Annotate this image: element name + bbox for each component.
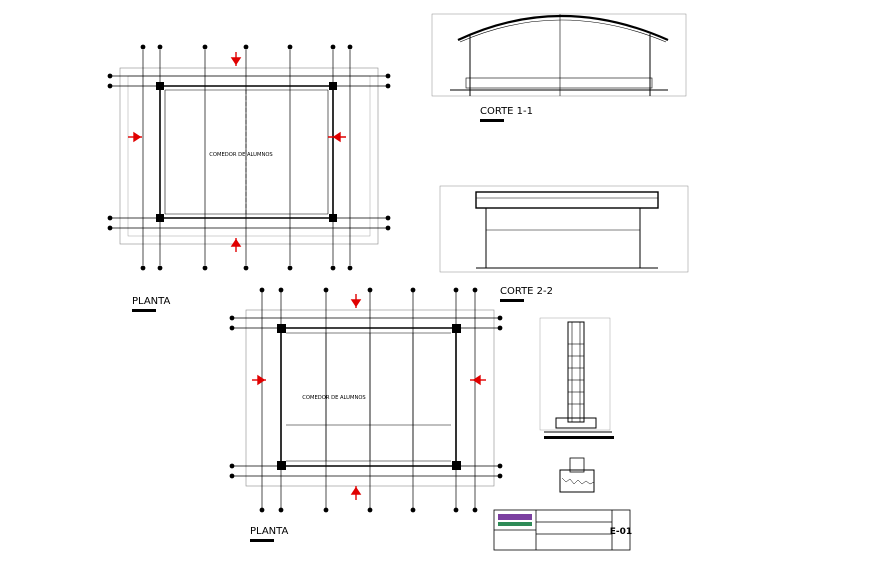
- roof-arch: [457, 15, 669, 42]
- plan-bottom-title: PLANTA: [250, 526, 288, 537]
- plan-top-title-underline: [132, 309, 156, 312]
- section-1-title-underline: [480, 119, 504, 122]
- section-marker-2: [252, 374, 486, 386]
- section-1-frame: [431, 13, 687, 97]
- section-1-title: CORTE 1-1: [480, 106, 533, 117]
- axis-bubbles: [107, 44, 391, 271]
- inner-lines: [164, 89, 329, 215]
- plan-top: [107, 44, 391, 271]
- sheet-number: E-01: [610, 527, 632, 537]
- section-2-title: CORTE 2-2: [500, 286, 553, 297]
- plan-bottom-title-underline: [250, 539, 274, 542]
- section-2-title-underline: [500, 299, 524, 302]
- columns: [156, 82, 337, 222]
- section-1-drawing: [431, 13, 687, 97]
- plan-bottom: [229, 287, 503, 513]
- section-2-frame: [439, 185, 689, 273]
- section-marker-1: [230, 52, 242, 252]
- roof-beam: [475, 191, 659, 209]
- dimension-frame: [119, 67, 379, 245]
- structure-beams: [280, 327, 457, 467]
- section-marker-1: [350, 294, 362, 500]
- title-block-logo-sub: [498, 522, 532, 526]
- grid-axes-vertical: [261, 290, 476, 510]
- plan-top-room-label: COMEDOR DE ALUMNOS: [209, 152, 272, 158]
- inner-lines: [286, 332, 451, 462]
- grid-axes-horizontal: [232, 317, 500, 477]
- column-detail: [539, 317, 612, 433]
- column-detail-label: [544, 436, 614, 439]
- section-marker-2: [128, 131, 346, 143]
- plan-top-title: PLANTA: [132, 296, 170, 307]
- footing-detail: [559, 457, 595, 493]
- columns: [277, 324, 461, 470]
- axis-bubbles: [229, 287, 503, 513]
- section-2-drawing: [439, 185, 689, 273]
- title-block-logo: [498, 514, 532, 520]
- plan-bottom-room-label: COMEDOR DE ALUMNOS: [302, 395, 365, 401]
- structure-beams: [159, 85, 334, 219]
- title-block: [493, 509, 631, 551]
